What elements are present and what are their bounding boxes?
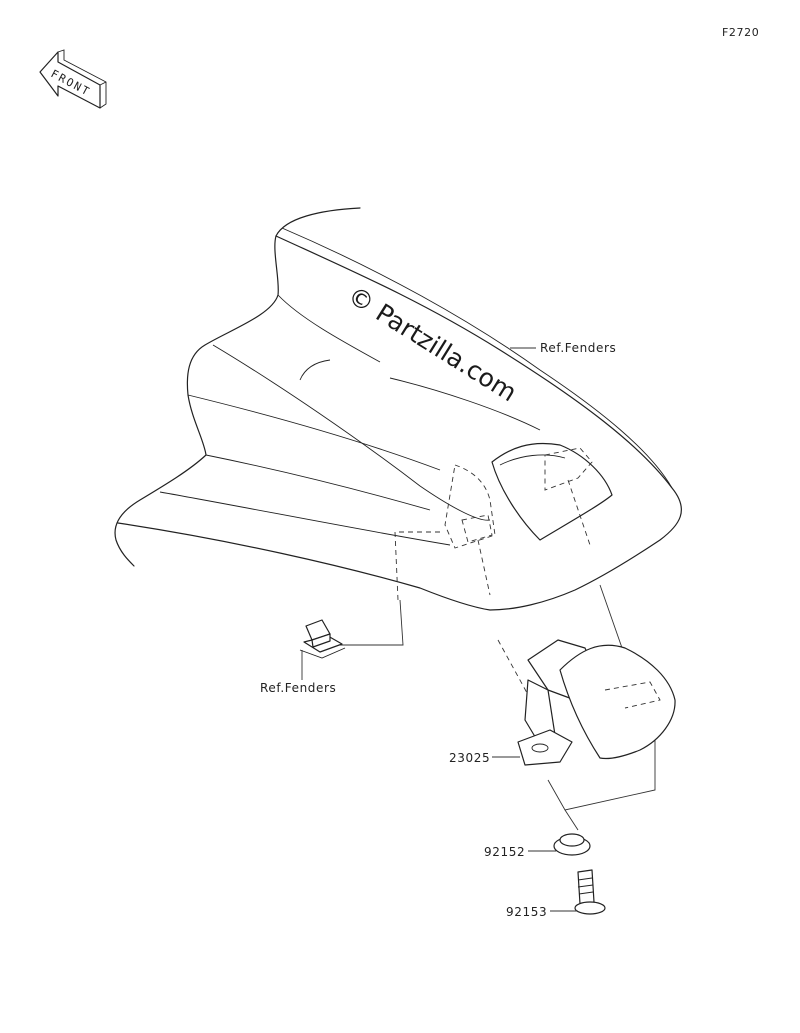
part-92153-bolt xyxy=(574,869,606,915)
callout-ref-fenders-left[interactable]: Ref.Fenders xyxy=(260,681,336,695)
part-23025-light-housing xyxy=(517,639,676,766)
front-direction-arrow-icon: FRONT xyxy=(39,49,107,109)
callout-ref-fenders-top[interactable]: Ref.Fenders xyxy=(540,341,616,355)
fender-nut-clip xyxy=(299,619,346,659)
callout-part-92153[interactable]: 92153 xyxy=(506,905,547,919)
figure-id: F2720 xyxy=(722,26,759,39)
watermark: © Partzilla.com xyxy=(343,280,522,407)
callout-part-23025[interactable]: 23025 xyxy=(449,751,490,765)
part-92152-washer xyxy=(553,833,591,856)
callout-part-92152[interactable]: 92152 xyxy=(484,845,525,859)
rear-fender-outline xyxy=(114,207,682,611)
